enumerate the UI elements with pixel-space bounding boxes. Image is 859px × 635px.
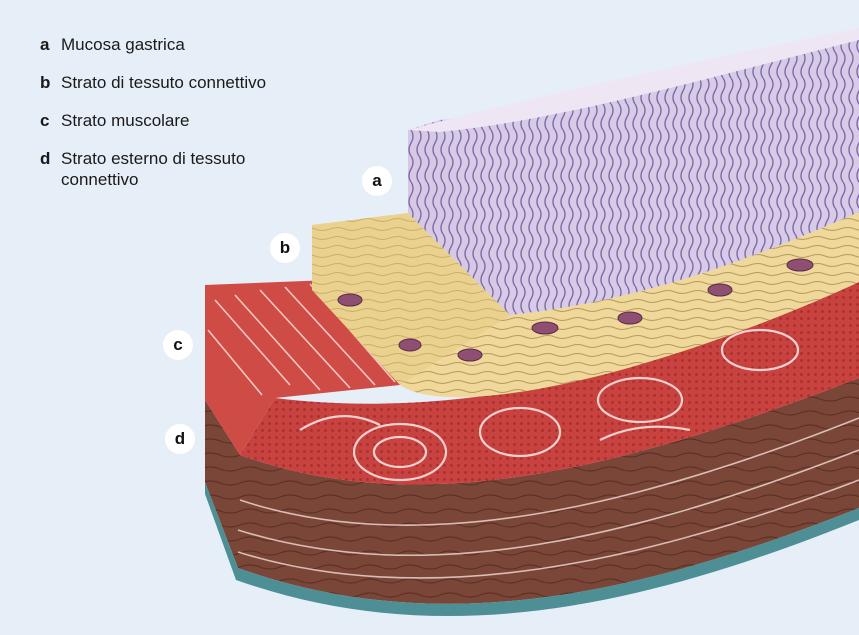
legend-text: Strato di tessuto connettivo	[61, 72, 361, 93]
legend-text: Strato muscolare	[61, 110, 361, 131]
legend-item-b: b Strato di tessuto connettivo	[40, 72, 361, 93]
marker-b: b	[270, 233, 300, 263]
legend: a Mucosa gastrica b Strato di tessuto co…	[40, 34, 361, 207]
legend-key: b	[40, 72, 50, 93]
legend-item-a: a Mucosa gastrica	[40, 34, 361, 55]
legend-text: Mucosa gastrica	[61, 34, 361, 55]
legend-key: c	[40, 110, 49, 131]
legend-text: Strato esterno di tessuto connettivo	[61, 148, 321, 190]
marker-d: d	[165, 424, 195, 454]
marker-c: c	[163, 330, 193, 360]
legend-item-c: c Strato muscolare	[40, 110, 361, 131]
legend-key: a	[40, 34, 49, 55]
legend-key: d	[40, 148, 50, 169]
marker-a: a	[362, 166, 392, 196]
legend-item-d: d Strato esterno di tessuto connettivo	[40, 148, 321, 190]
